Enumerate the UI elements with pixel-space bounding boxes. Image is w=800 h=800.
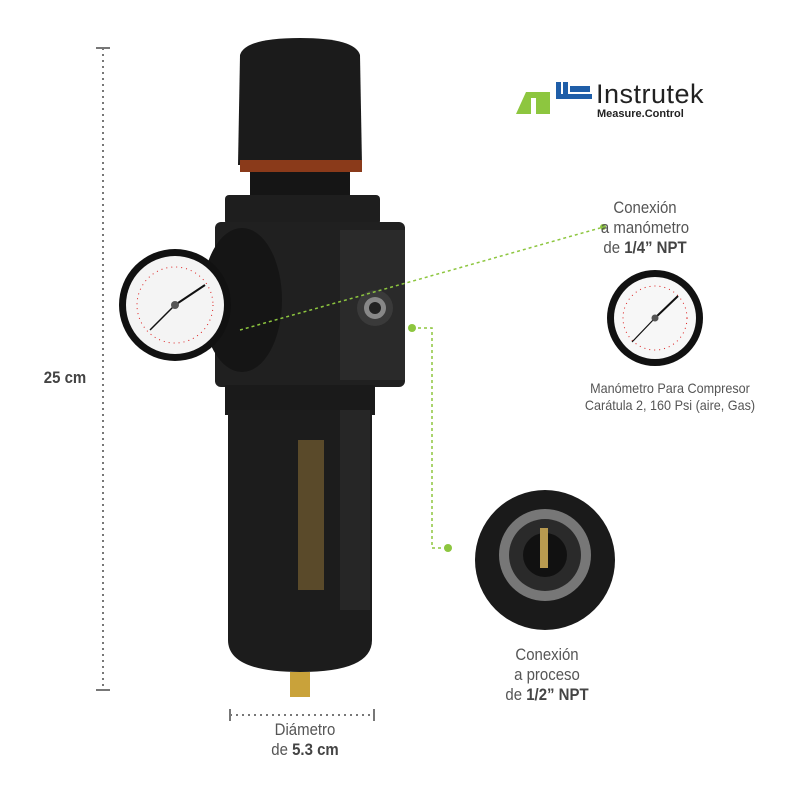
caption-line: Manómetro Para Compresor: [590, 380, 750, 396]
gauge-product-caption: Manómetro Para Compresor Carátula 2, 160…: [571, 380, 769, 414]
callout-value: 1/4” NPT: [624, 238, 687, 257]
diameter-label: Diámetro de 5.3 cm: [248, 720, 362, 760]
height-label: 25 cm: [43, 368, 87, 387]
brand-tagline: Measure.Control: [597, 108, 684, 120]
gauge-connection-callout: Conexión a manómetro de 1/4” NPT: [579, 198, 711, 258]
brand-name: Instrutek: [596, 79, 705, 109]
diameter-prefix: de: [271, 740, 288, 759]
callout-line: a proceso: [514, 665, 580, 684]
brass-drain: [290, 672, 310, 697]
callout-line: Conexión: [613, 198, 677, 217]
caption-line: Carátula 2, 160 Psi (aire, Gas): [584, 397, 756, 413]
instrutek-logo-mark: [516, 82, 592, 114]
callout-value: 1/2” NPT: [526, 685, 589, 704]
callout-line: a manómetro: [600, 218, 690, 237]
callout-prefix: de: [505, 685, 523, 704]
process-connection-callout: Conexión a proceso de 1/2” NPT: [481, 645, 613, 705]
regulator-knob: [238, 38, 362, 165]
diameter-value: 5.3 cm: [292, 740, 339, 759]
diameter-line: Diámetro: [274, 720, 336, 739]
callout-prefix: de: [603, 238, 621, 257]
callout-line: Conexión: [515, 645, 579, 664]
